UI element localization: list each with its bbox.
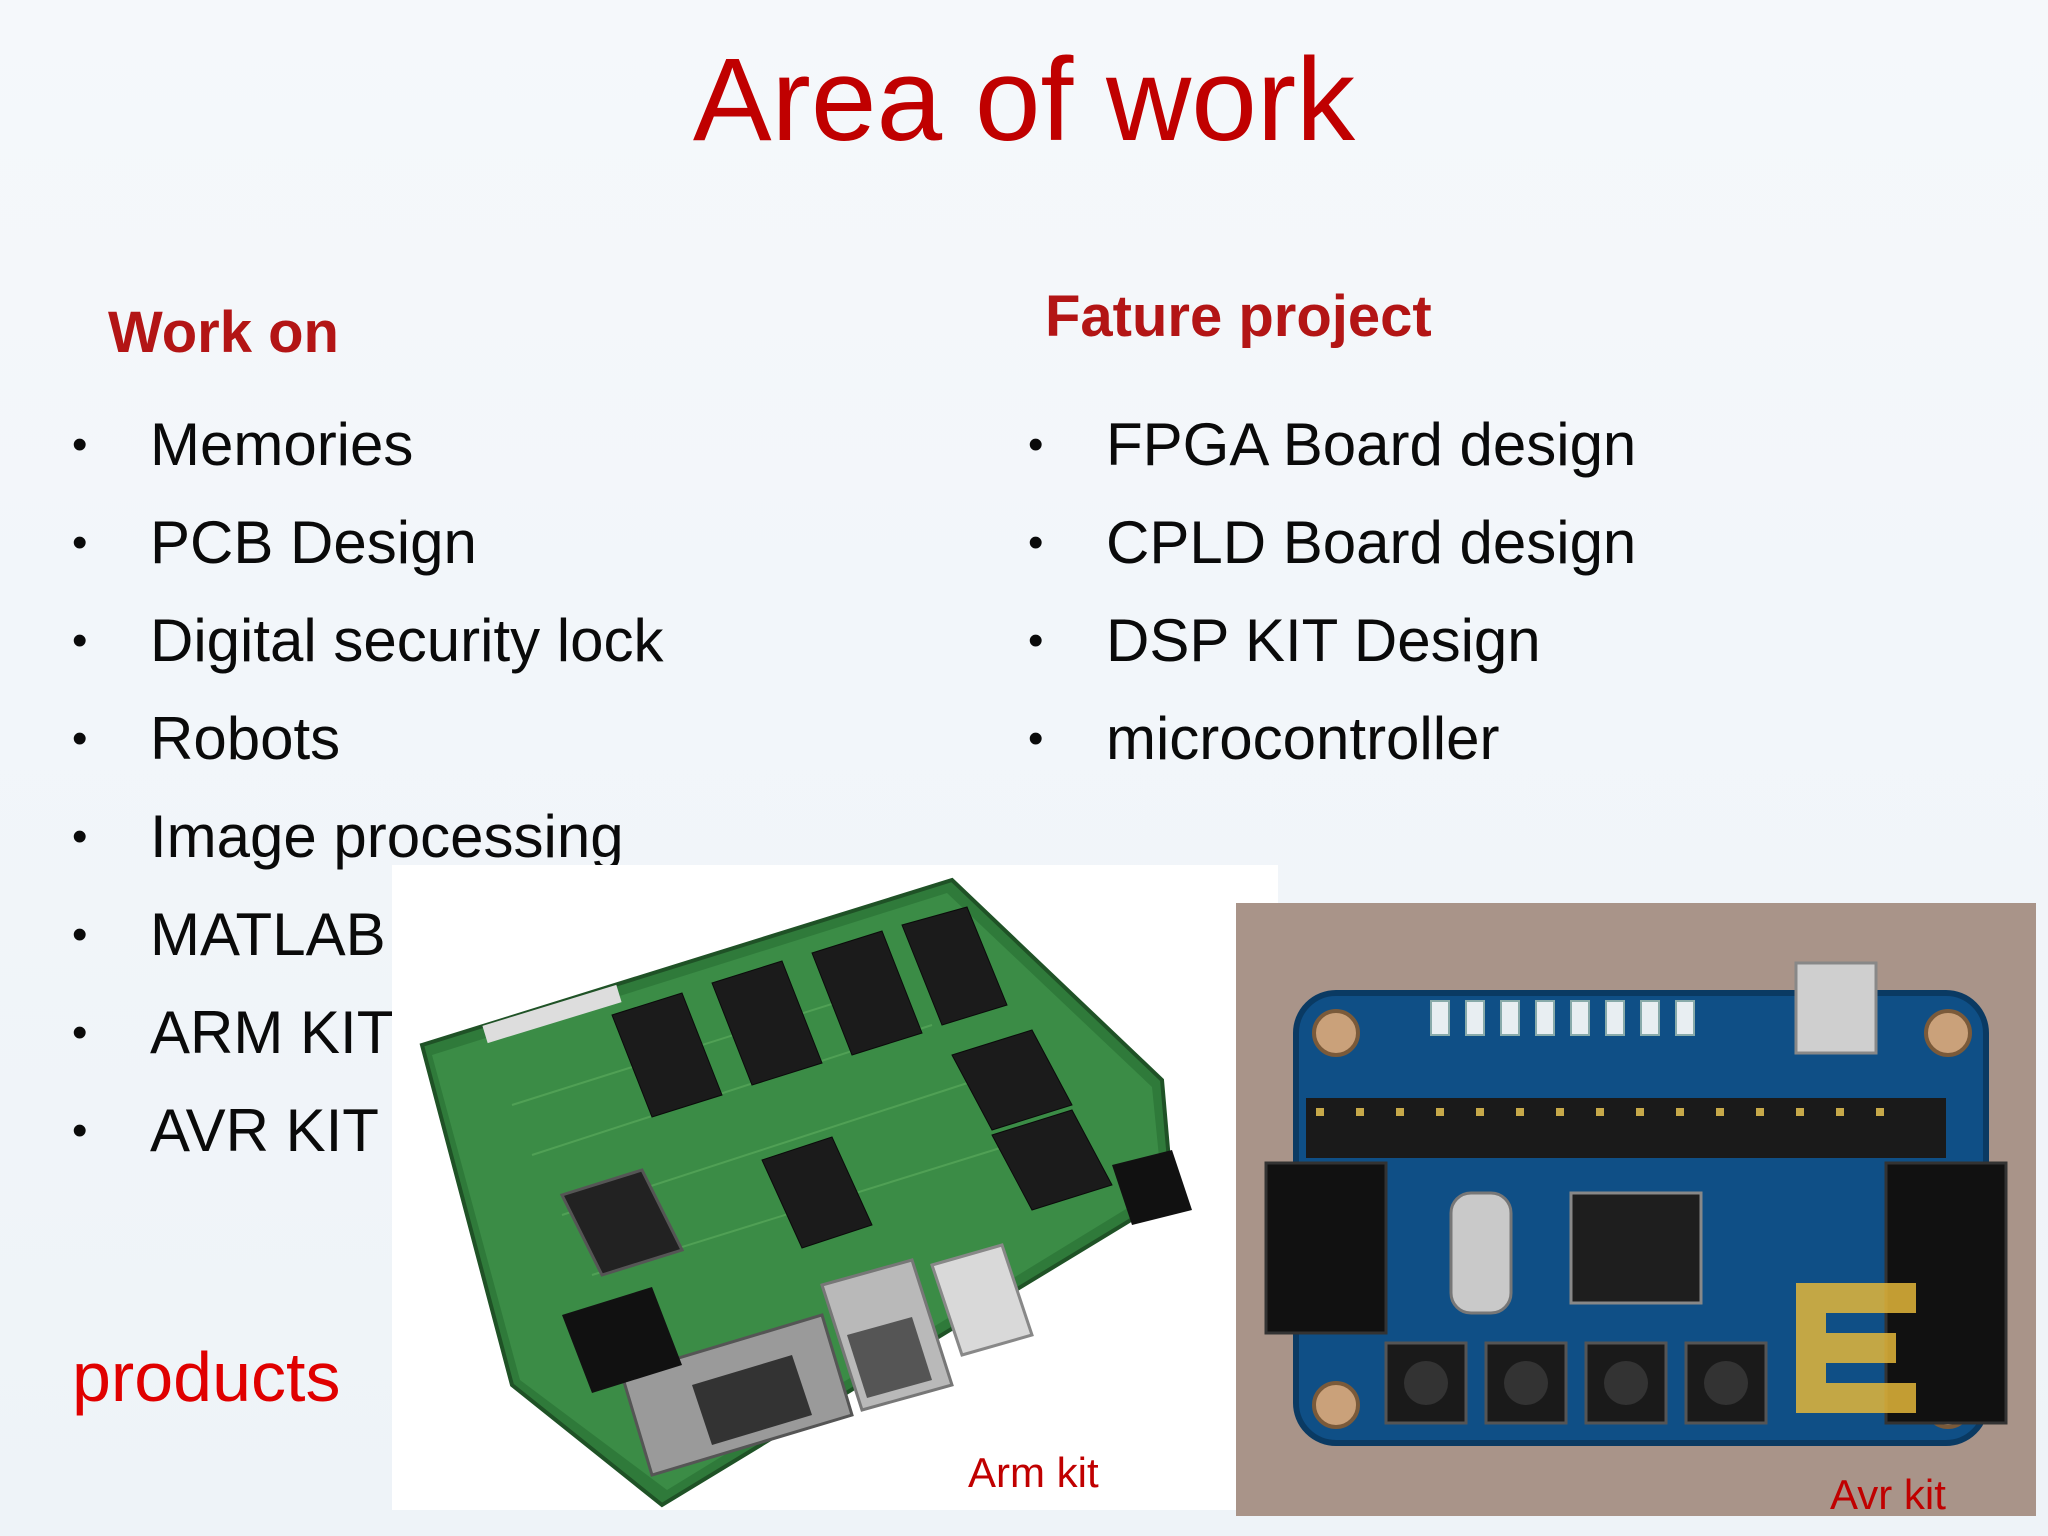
bullet-icon: • (72, 812, 88, 861)
avr-kit-caption: Avr kit (1830, 1471, 1946, 1518)
list-item: • Digital security lock (72, 592, 972, 690)
work-on-heading: Work on (108, 300, 339, 365)
list-item: • PCB Design (72, 494, 972, 592)
list-item: • Image processing (72, 788, 972, 886)
list-item-label: microcontroller (1106, 705, 1500, 772)
slide-title: Area of work (692, 34, 1356, 166)
bullet-icon: • (1028, 616, 1044, 665)
list-item: • MATLAB (72, 886, 972, 984)
list-item-label: AVR KIT (150, 1097, 379, 1164)
bullet-icon: • (1028, 420, 1044, 469)
arm-kit-caption: Arm kit (968, 1449, 1099, 1496)
future-project-list: • FPGA Board design • CPLD Board design • D… (1028, 396, 1928, 788)
bullet-icon: • (72, 1106, 88, 1155)
list-item: • DSP KIT Design (1028, 592, 1928, 690)
bullet-icon: • (72, 518, 88, 567)
list-item-label: Robots (150, 705, 341, 772)
bullet-icon: • (72, 420, 88, 469)
list-item-label: Memories (150, 411, 414, 478)
products-label: products (72, 1338, 341, 1416)
bullet-icon: • (72, 1008, 88, 1057)
list-item-label: CPLD Board design (1106, 509, 1637, 576)
list-item-label: Digital security lock (150, 607, 664, 674)
list-item-label: Image processing (150, 803, 624, 870)
list-item: • FPGA Board design (1028, 396, 1928, 494)
list-item-label: ARM KIT (150, 999, 394, 1066)
list-item-label: PCB Design (150, 509, 477, 576)
arm-kit-image (392, 865, 1278, 1510)
list-item: • Memories (72, 396, 972, 494)
list-item: • Robots (72, 690, 972, 788)
list-item-label: DSP KIT Design (1106, 607, 1541, 674)
bullet-icon: • (1028, 518, 1044, 567)
avr-kit-image (1236, 903, 2036, 1516)
bullet-icon: • (72, 714, 88, 763)
work-on-list: • Memories • PCB Design • Digital security … (72, 396, 972, 1180)
bullet-icon: • (72, 616, 88, 665)
list-item-label: FPGA Board design (1106, 411, 1637, 478)
list-item: • microcontroller (1028, 690, 1928, 788)
list-item: • CPLD Board design (1028, 494, 1928, 592)
list-item-label: MATLAB (150, 901, 386, 968)
list-item: • ARM KIT (72, 984, 972, 1082)
bullet-icon: • (1028, 714, 1044, 763)
future-project-heading: Fature project (1045, 284, 1432, 349)
bullet-icon: • (72, 910, 88, 959)
list-item: • AVR KIT (72, 1082, 972, 1180)
